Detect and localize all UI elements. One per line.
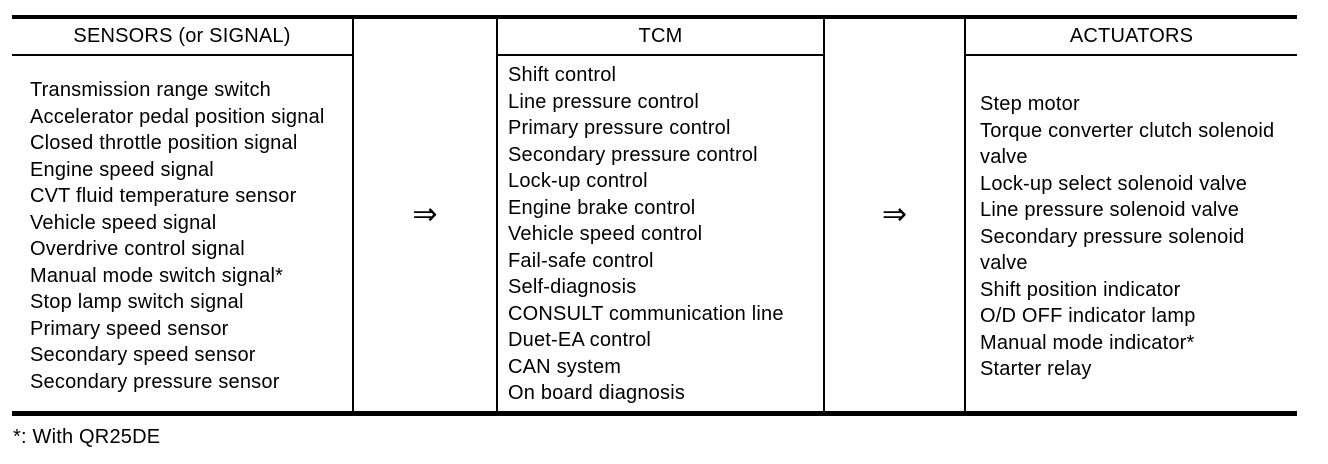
list-item: Line pressure control [508, 90, 699, 113]
list-item: Transmission range switch [30, 79, 272, 101]
sensors-column-header: SENSORS (or SIGNAL) [73, 25, 291, 47]
list-item: Lock-up control [508, 170, 648, 192]
list-item: Fail-safe control [508, 249, 654, 272]
list-item: Engine speed signal [30, 158, 214, 181]
tcm-header-divider [496, 54, 825, 56]
list-item: Shift position indicator [980, 278, 1181, 301]
list-item: Step motor [980, 93, 1080, 115]
list-item: On board diagnosis [508, 382, 686, 404]
list-item: Self-diagnosis [508, 276, 637, 298]
list-item: Primary pressure control [508, 117, 731, 139]
list-item: Secondary speed sensor [30, 344, 256, 366]
list-item: Overdrive control signal [30, 238, 245, 260]
list-item: CONSULT communication line [508, 302, 784, 325]
list-item: Primary speed sensor [30, 317, 229, 340]
tcm-to-actuators-arrow-icon: ⇒ [881, 197, 908, 232]
footnote: *: With QR25DE [13, 426, 161, 448]
list-item: Engine brake control [508, 196, 696, 219]
list-item: O/D OFF indicator lamp [980, 305, 1196, 327]
diagram-top-border [12, 15, 1297, 19]
tcm-column-header: TCM [638, 25, 683, 47]
list-item: Secondary pressure solenoid valve [980, 225, 1245, 275]
diagram-bottom-border [12, 411, 1297, 416]
actuators-header-divider [964, 54, 1297, 56]
list-item: Duet-EA control [508, 329, 652, 351]
list-item: Accelerator pedal position signal [30, 105, 325, 128]
list-item: Vehicle speed signal [30, 211, 217, 234]
list-item: Secondary pressure control [508, 143, 758, 166]
sensors-box-right-border [352, 15, 354, 416]
list-item: Manual mode switch signal* [30, 264, 284, 287]
list-item: Lock-up select solenoid valve [980, 172, 1248, 195]
tcm-box-right-border [823, 15, 825, 416]
actuators-box-left-border [964, 15, 966, 416]
list-item: Line pressure solenoid valve [980, 199, 1240, 221]
list-item: Secondary pressure sensor [30, 370, 280, 393]
list-item: Manual mode indicator* [980, 331, 1195, 354]
list-item: Stop lamp switch signal [30, 291, 244, 313]
actuators-column-header: ACTUATORS [1069, 25, 1194, 47]
list-item: Starter relay [980, 358, 1092, 380]
list-item: Vehicle speed control [508, 223, 703, 245]
list-item: CVT fluid temperature sensor [30, 185, 297, 207]
tcm-box-left-border [496, 15, 498, 416]
list-item: CAN system [508, 355, 622, 378]
list-item: Shift control [508, 64, 617, 86]
sensors-header-divider [12, 54, 354, 56]
list-item: Torque converter clutch solenoid valve [980, 119, 1275, 169]
sensors-to-tcm-arrow-icon: ⇒ [412, 197, 438, 232]
list-item: Closed throttle position signal [30, 132, 298, 154]
